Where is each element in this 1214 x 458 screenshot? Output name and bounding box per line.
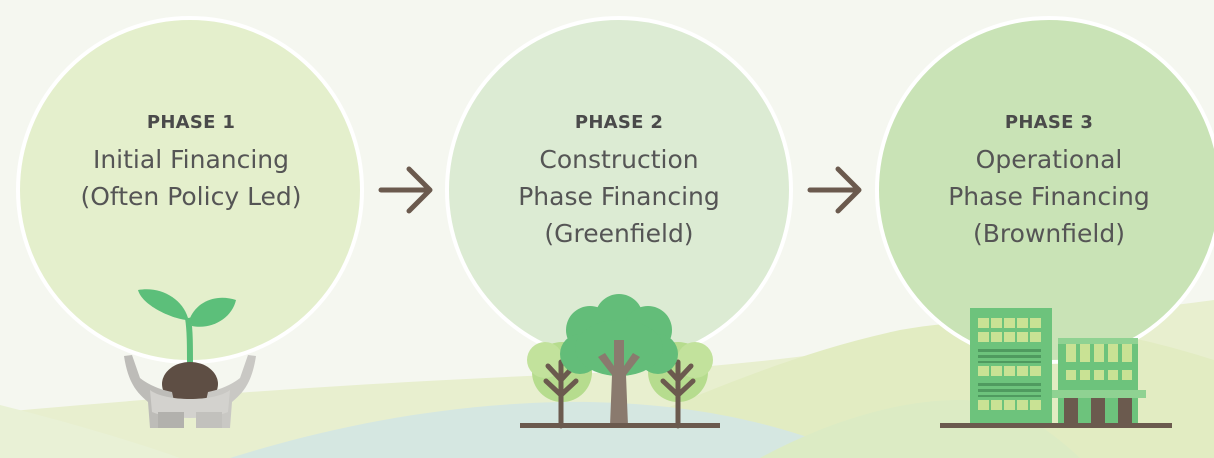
phase-2-label: PHASE 2 <box>574 112 664 133</box>
phase-3-line-3: (Brownfield) <box>973 219 1125 248</box>
phase-1-line-1: Initial Financing <box>92 145 290 174</box>
hands-holding-seedling-icon <box>124 289 256 428</box>
phase-3-text: PHASE 3 Operational Phase Financing (Bro… <box>879 112 1214 252</box>
phase-circles <box>16 16 1214 364</box>
right-arrow-icon <box>378 166 433 214</box>
phase-2-line-2: Phase Financing <box>518 182 720 211</box>
phase-3-line-1: Operational <box>975 145 1123 174</box>
buildings-icon <box>940 308 1172 428</box>
phase-2-line-3: (Greenfield) <box>544 219 694 248</box>
phase-1-label: PHASE 1 <box>146 112 236 133</box>
phase-2-line-1: Construction <box>539 145 699 174</box>
right-arrow-icon <box>807 166 862 214</box>
phase-1-text: PHASE 1 Initial Financing (Often Policy … <box>21 112 361 215</box>
phase-2-text: PHASE 2 Construction Phase Financing (Gr… <box>449 112 789 252</box>
trees-icon <box>520 294 720 429</box>
phase-3-line-2: Phase Financing <box>948 182 1150 211</box>
phase-1-line-2: (Often Policy Led) <box>80 182 302 211</box>
phase-3-label: PHASE 3 <box>1004 112 1094 133</box>
